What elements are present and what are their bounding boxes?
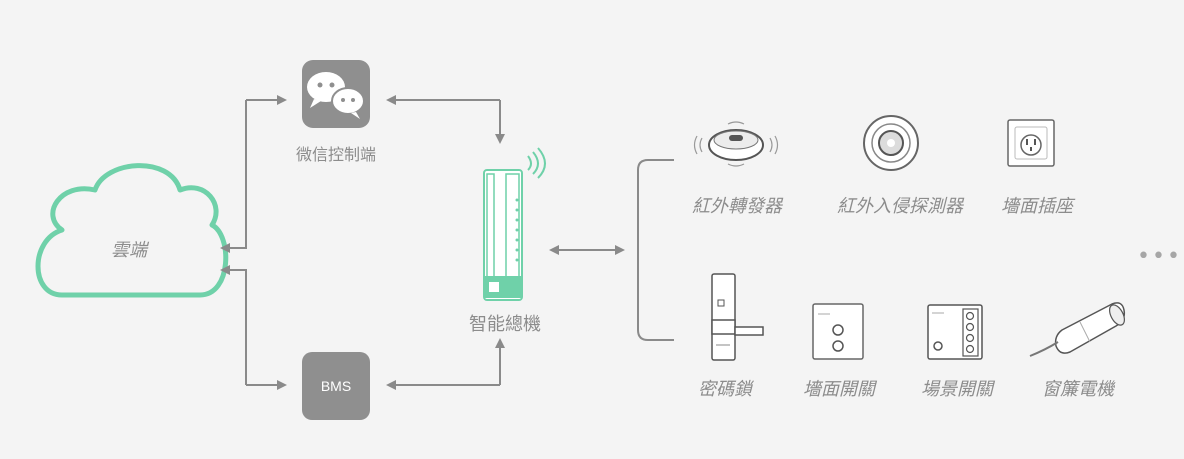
hub-device-icon [483,147,546,301]
scene-switch-label: 場景開關 [921,379,993,400]
wall-socket-icon [1007,119,1055,167]
cloud-connectors [220,95,287,390]
curtain-motor-icon [1029,302,1126,357]
bms-box [302,352,370,420]
wechat-icon [302,60,370,128]
ir-blaster-icon [693,121,779,167]
wall-switch-label: 墻面開關 [803,379,875,400]
more-devices-ellipsis: ••• [1137,244,1182,269]
hub-connectors [386,95,505,390]
wall-switch-icon [812,303,864,360]
cloud-shape [35,163,229,298]
bms-label: BMS [320,378,352,394]
scene-switch-icon [927,304,983,360]
device-bracket [637,159,674,341]
door-lock-label: 密碼鎖 [698,379,752,400]
wechat-label: 微信控制端 [295,145,377,164]
door-lock-icon [711,273,764,361]
hub-label: 智能總機 [469,314,541,335]
ir-sensor-icon [863,115,919,171]
ir-blaster-label: 紅外轉發器 [692,196,782,217]
wall-socket-label: 墻面插座 [1001,196,1073,217]
ir-sensor-label: 紅外入侵探測器 [837,196,963,217]
cloud-label: 雲端 [111,240,147,261]
curtain-motor-label: 窗簾電機 [1042,379,1114,400]
